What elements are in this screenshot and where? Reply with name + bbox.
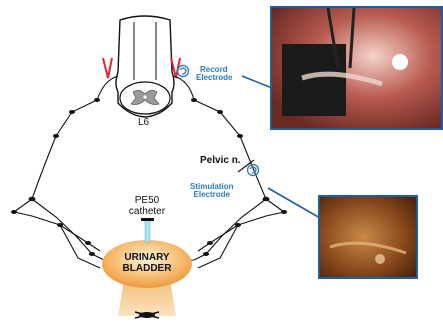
stimulation-electrode-label-line2: Electrode bbox=[190, 191, 234, 199]
catheter-label: PE50 catheter bbox=[121, 196, 173, 217]
record-electrode-label-line2: Electrode bbox=[196, 74, 232, 82]
catheter bbox=[141, 218, 154, 242]
stimulation-electrode-label: Stimulation Electrode bbox=[190, 183, 234, 200]
hook-electrode-icon bbox=[248, 165, 259, 176]
catheter-label-line1: PE50 bbox=[121, 196, 173, 207]
pelvic-nerve-label: Pelvic n. bbox=[200, 156, 241, 167]
record-leader-line bbox=[242, 76, 272, 88]
record-electrode-label: Record Electrode bbox=[196, 66, 232, 83]
spinal-cord bbox=[116, 16, 174, 117]
bladder-label: URINARY BLADDER bbox=[110, 253, 184, 274]
bladder-label-line1: URINARY bbox=[110, 253, 184, 264]
catheter-label-line2: catheter bbox=[121, 207, 173, 218]
bladder-label-line2: BLADDER bbox=[110, 264, 184, 275]
stimulation-electrode-photo bbox=[318, 195, 418, 279]
record-electrode-photo bbox=[270, 6, 443, 130]
hook-electrode-icon bbox=[178, 66, 189, 77]
vertebra-label: L6 bbox=[138, 118, 149, 129]
